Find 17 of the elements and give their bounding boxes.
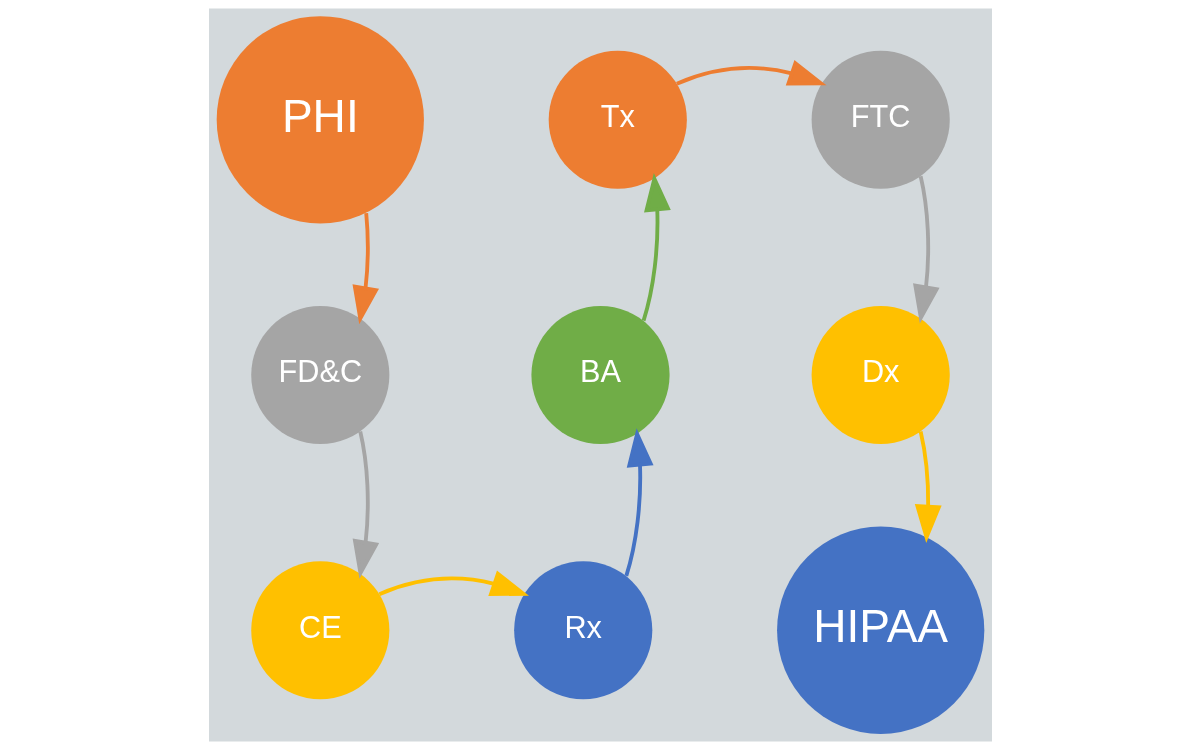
arrow bbox=[352, 212, 379, 325]
arrow bbox=[623, 428, 654, 577]
node-circle: Rx bbox=[513, 561, 652, 700]
arrow bbox=[675, 60, 826, 86]
node-circle: FD&C bbox=[250, 305, 389, 445]
node-circle: Dx bbox=[811, 305, 950, 445]
node-circle: Tx bbox=[548, 50, 687, 189]
arrow bbox=[912, 175, 940, 324]
node-circle: FTC bbox=[811, 50, 950, 189]
arrow bbox=[352, 431, 379, 579]
arrow bbox=[914, 431, 942, 544]
node-circle: HIPAA bbox=[776, 526, 984, 734]
node-circle: CE bbox=[250, 561, 389, 700]
arrow bbox=[378, 570, 529, 596]
node-circle: BA bbox=[530, 305, 670, 445]
arrow bbox=[641, 172, 671, 322]
node-circle: PHI bbox=[216, 16, 424, 224]
